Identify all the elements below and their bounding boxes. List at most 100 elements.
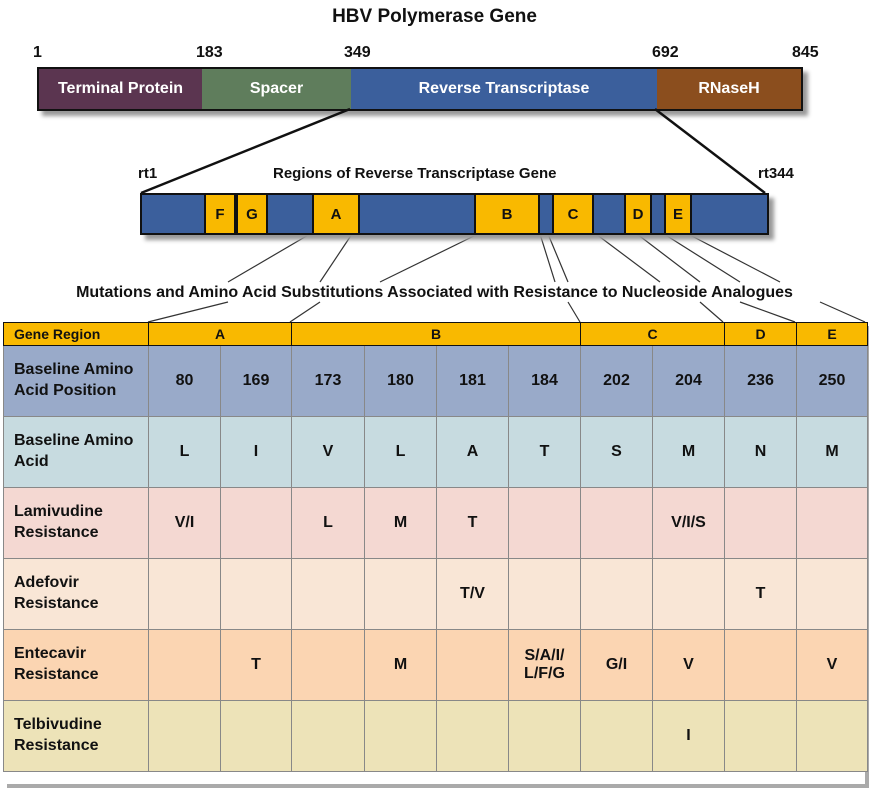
row-label: Telbivudine Resistance (3, 700, 149, 772)
segment-rnaseh: RNaseH (657, 69, 801, 109)
table-row-baseline-amino-acid: Baseline Amino Acid L I V L A T S M N M (3, 416, 868, 488)
table-row-entecavir: Entecavir Resistance T M S/A/I/ L/F/G G/… (3, 629, 868, 701)
cell: 173 (291, 345, 365, 417)
header-region-a: A (148, 322, 292, 346)
cell (580, 700, 653, 772)
cell (724, 629, 797, 701)
table-row-lamivudine: Lamivudine Resistance V/I L M T V/I/S (3, 487, 868, 559)
rt-region-c: C (552, 193, 594, 235)
table-row-adefovir: Adefovir Resistance T/V T (3, 558, 868, 630)
pointer-e1 (663, 233, 741, 283)
table-caption: Mutations and Amino Acid Substitutions A… (76, 284, 793, 301)
row-label: Entecavir Resistance (3, 629, 149, 701)
cell: L (291, 487, 365, 559)
cell: S/A/I/ L/F/G (508, 629, 581, 701)
gene-region-header-row: Gene Region A B C D E (3, 322, 868, 346)
cell: 169 (220, 345, 292, 417)
header-region-e: E (796, 322, 868, 346)
cell (364, 558, 437, 630)
rt-end-label: rt344 (758, 165, 794, 182)
cell (220, 700, 292, 772)
row-label: Adefovir Resistance (3, 558, 149, 630)
zoom-line-left (140, 107, 351, 195)
gene-region-label: Gene Region (3, 322, 149, 346)
cell: 80 (148, 345, 221, 417)
cell: M (796, 416, 868, 488)
cell (508, 558, 581, 630)
cell: T (220, 629, 292, 701)
cell (652, 558, 725, 630)
cell (220, 558, 292, 630)
cell: 181 (436, 345, 509, 417)
cell (508, 487, 581, 559)
rt-region-d: D (624, 193, 652, 235)
cell (724, 487, 797, 559)
cell: V (652, 629, 725, 701)
cell (796, 558, 868, 630)
cell (148, 700, 221, 772)
table-row-baseline-position: Baseline Amino Acid Position 80 169 173 … (3, 345, 868, 417)
diagram-title: HBV Polymerase Gene (332, 6, 537, 27)
cell: T (724, 558, 797, 630)
header-region-c: C (580, 322, 725, 346)
cell: V/I/S (652, 487, 725, 559)
pointer-c2 (595, 233, 661, 283)
zoom-line-right (654, 108, 766, 194)
cell: V (796, 629, 868, 701)
cell (796, 487, 868, 559)
cell: S (580, 416, 653, 488)
cell: A (436, 416, 509, 488)
cell: 250 (796, 345, 868, 417)
cell: 236 (724, 345, 797, 417)
gene-position-183: 183 (196, 44, 223, 61)
cell (796, 700, 868, 772)
cell (436, 629, 509, 701)
cell (580, 487, 653, 559)
cell: I (220, 416, 292, 488)
cell: 202 (580, 345, 653, 417)
pointer-a2 (319, 233, 353, 283)
cell (580, 558, 653, 630)
cell: L (364, 416, 437, 488)
pointer-b1 (379, 233, 479, 283)
rt-region-a: A (312, 193, 360, 235)
cell: M (652, 416, 725, 488)
cell: G/I (580, 629, 653, 701)
cell (291, 558, 365, 630)
cell: M (364, 629, 437, 701)
cell (364, 700, 437, 772)
resistance-table: Gene Region A B C D E Baseline Amino Aci… (3, 322, 868, 784)
cell: T (436, 487, 509, 559)
segment-terminal-protein: Terminal Protein (39, 69, 202, 109)
rt-region-b: B (474, 193, 540, 235)
rt-region-f: F (204, 193, 236, 235)
gene-position-692: 692 (652, 44, 679, 61)
pointer-c1 (547, 233, 569, 283)
cell (508, 700, 581, 772)
cell (291, 629, 365, 701)
header-region-b: B (291, 322, 581, 346)
table-row-telbivudine: Telbivudine Resistance I (3, 700, 868, 772)
rt-region-e: E (664, 193, 692, 235)
row-label: Baseline Amino Acid (3, 416, 149, 488)
cell: 184 (508, 345, 581, 417)
segment-reverse-transcriptase: Reverse Transcriptase (351, 69, 657, 109)
table-shadow-bottom (7, 784, 869, 788)
pointer-d (636, 233, 701, 283)
cell: M (364, 487, 437, 559)
cell (148, 629, 221, 701)
cell (724, 700, 797, 772)
cell: 180 (364, 345, 437, 417)
cell: I (652, 700, 725, 772)
gene-position-349: 349 (344, 44, 371, 61)
row-label: Lamivudine Resistance (3, 487, 149, 559)
rt-region-g: G (236, 193, 268, 235)
cell: V/I (148, 487, 221, 559)
cell: V (291, 416, 365, 488)
row-label: Baseline Amino Acid Position (3, 345, 149, 417)
polymerase-gene-bar: Terminal Protein Spacer Reverse Transcri… (37, 67, 803, 111)
segment-spacer: Spacer (202, 69, 351, 109)
cell: T/V (436, 558, 509, 630)
gene-position-1: 1 (33, 44, 42, 61)
